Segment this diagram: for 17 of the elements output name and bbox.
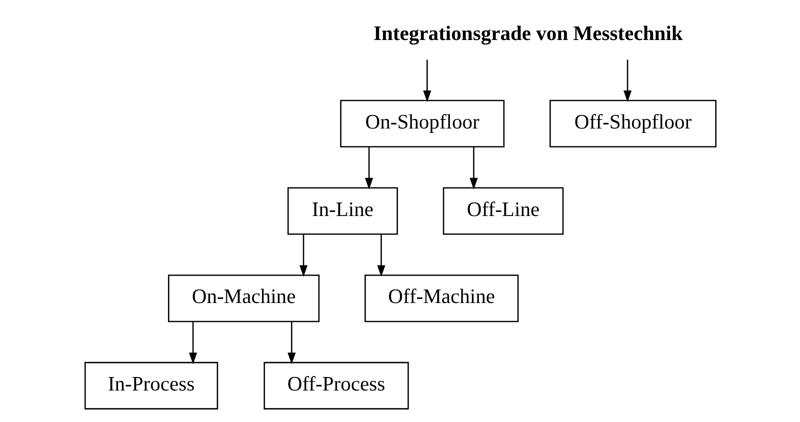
arrow — [188, 322, 197, 364]
node-box: Off-Shopfloor — [549, 100, 716, 148]
node-box: In-Process — [84, 362, 218, 410]
arrow — [287, 322, 296, 364]
node-box: On-Shopfloor — [340, 100, 504, 148]
node-box: On-Machine — [168, 274, 320, 322]
node-box: In-Line — [286, 187, 398, 235]
node-text: Integrationsgrade von Messtechnik — [373, 22, 682, 45]
arrow — [469, 147, 478, 190]
node-box: Off-Line — [442, 187, 564, 235]
arrow — [422, 60, 431, 102]
node-box: Off-Process — [263, 362, 408, 410]
arrow — [364, 147, 373, 190]
node-box: Off-Machine — [364, 274, 518, 322]
arrow — [376, 234, 385, 277]
arrow — [298, 234, 308, 277]
arrow — [623, 60, 632, 102]
